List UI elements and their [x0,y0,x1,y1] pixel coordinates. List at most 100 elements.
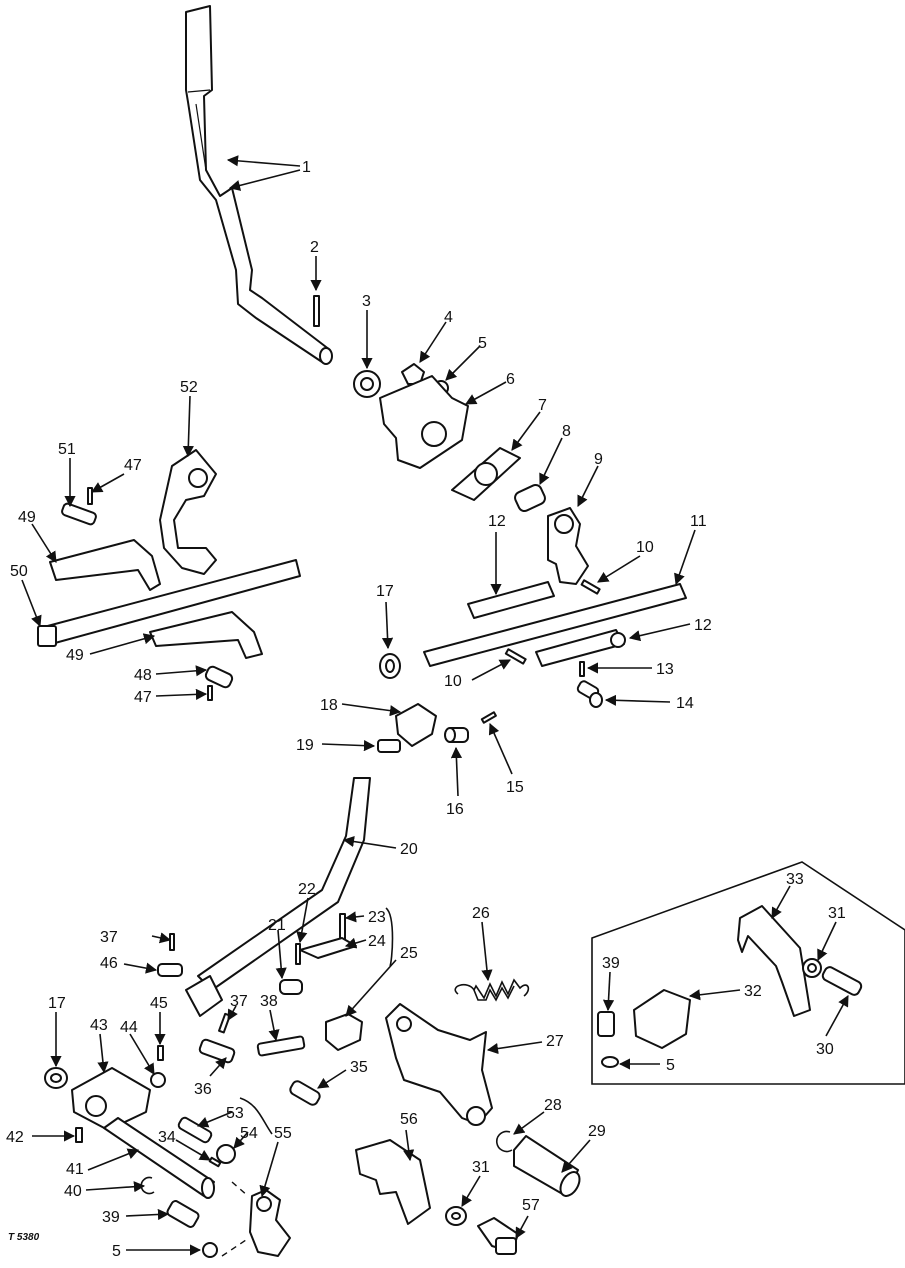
callout-41: 41 [66,1161,84,1178]
callout-37b: 37 [230,993,248,1010]
part-bushing-8 [514,483,546,513]
part-lockwasher-5b [202,1242,218,1258]
part-spring-26 [454,978,530,1002]
callout-1: 1 [302,159,311,176]
callout-37: 37 [100,929,118,946]
callout-54: 54 [240,1125,258,1142]
part-pin-10b [504,648,527,665]
part-pin-13 [579,661,585,677]
callout-26: 26 [472,905,490,922]
part-lockwasher-5c [601,1056,619,1068]
callout-46: 46 [100,955,118,972]
callout-19: 19 [296,737,314,754]
part-pin-15 [480,711,497,724]
part-washer-3 [353,370,381,398]
part-shift-lever [185,5,333,365]
callout-47b: 47 [134,689,152,706]
part-yoke-56 [355,1139,431,1225]
diagram-code: T 5380 [8,1232,40,1243]
callout-10: 10 [636,539,654,556]
callout-40: 40 [64,1183,82,1200]
part-shaft-29 [513,1135,581,1197]
part-washer-17a [379,653,401,679]
part-pin-51 [61,502,97,526]
callout-35: 35 [350,1059,368,1076]
callout-20: 20 [400,841,418,858]
callout-34: 34 [158,1129,176,1146]
part-pin-48 [204,665,234,689]
part-bolt-57 [477,1217,519,1255]
part-bolt-36 [198,1038,236,1064]
callout-6: 6 [506,371,515,388]
callout-43: 43 [90,1017,108,1034]
callout-47: 47 [124,457,142,474]
callout-21: 21 [268,917,286,934]
callout-42: 42 [6,1129,24,1146]
part-block-18 [395,703,437,747]
callout-32: 32 [744,983,762,1000]
callout-25: 25 [400,945,418,962]
part-bracket-27 [385,1003,493,1126]
part-pin-37a [169,933,175,951]
leader-lines [21,155,849,1256]
callout-16: 16 [446,801,464,818]
part-pin-47b [207,685,213,701]
callout-45: 45 [150,995,168,1012]
callout-48: 48 [134,667,152,684]
callout-38: 38 [260,993,278,1010]
callout-49: 49 [18,509,36,526]
callout-29: 29 [588,1123,606,1140]
callout-labels: 1 2 3 4 5 6 7 8 9 10 10 11 12 12 13 14 1… [6,159,846,1260]
part-pin-2 [313,295,320,327]
callout-14: 14 [676,695,694,712]
part-bolt-4 [401,363,425,385]
part-bushing-54 [216,1144,236,1164]
callout-10b: 10 [444,673,462,690]
callout-5: 5 [478,335,487,352]
callout-31: 31 [828,905,846,922]
callout-57: 57 [522,1197,540,1214]
part-pin-46 [157,963,183,977]
part-shaft-41 [103,1117,215,1199]
part-rod-20 [185,777,371,1017]
callout-56: 56 [400,1111,418,1128]
callout-17b: 17 [48,995,66,1012]
part-clevis-25 [325,1013,363,1051]
callout-28: 28 [544,1097,562,1114]
callout-4: 4 [444,309,453,326]
part-lever-52 [159,449,217,575]
part-pin-47a [87,487,93,505]
callout-13: 13 [656,661,674,678]
part-hub-43 [71,1067,151,1131]
callout-39b: 39 [602,955,620,972]
callout-49b: 49 [66,647,84,664]
part-pin-53 [177,1116,213,1144]
part-pin-22 [295,943,301,965]
callout-9: 9 [594,451,603,468]
part-rail-50 [37,559,301,647]
part-washer-31b [802,958,822,978]
callout-31b: 31 [472,1159,490,1176]
part-lever-55 [221,1181,291,1257]
part-pin-45 [157,1045,164,1061]
callout-23: 23 [368,909,386,926]
part-pin-16 [444,727,469,743]
callout-55: 55 [274,1125,292,1142]
part-pin-23 [339,913,346,941]
part-pin-37b [218,1012,231,1034]
part-bolt-39 [166,1200,200,1228]
callout-12b: 12 [694,617,712,634]
part-pin-14 [576,680,603,708]
callout-33: 33 [786,871,804,888]
callout-36: 36 [194,1081,212,1098]
callout-44: 44 [120,1019,138,1036]
callout-11: 11 [690,513,707,530]
callout-22: 22 [298,881,316,898]
callout-52: 52 [180,379,198,396]
callout-50: 50 [10,563,28,580]
part-pin-35 [289,1080,321,1106]
callout-53: 53 [226,1105,244,1122]
part-lever-9 [547,507,589,585]
part-fork-49b [149,611,263,659]
